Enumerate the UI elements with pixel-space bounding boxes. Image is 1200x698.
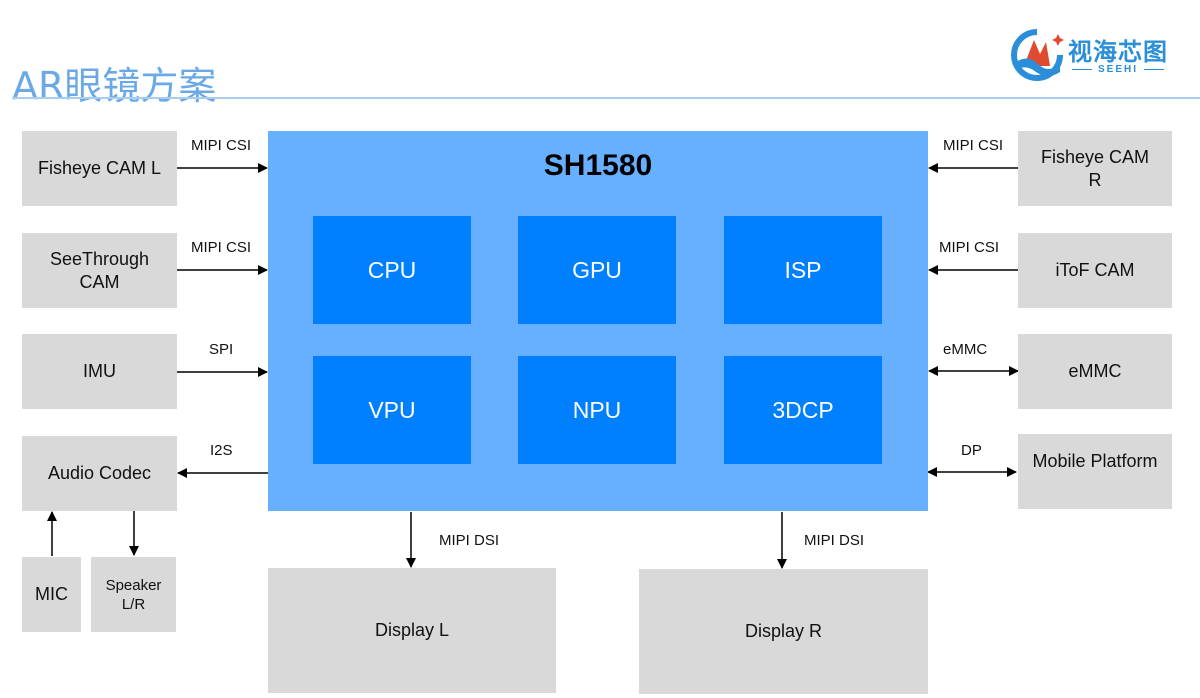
core-gpu: GPU <box>518 216 676 324</box>
soc-block: SH1580 CPU GPU ISP VPU NPU 3DCP <box>268 131 928 511</box>
soc-name: SH1580 <box>543 149 653 182</box>
core-3dcp: 3DCP <box>724 356 882 464</box>
block-emmc: eMMC <box>1018 334 1172 409</box>
core-cpu: CPU <box>313 216 471 324</box>
block-seethrough-cam: SeeThrough CAM <box>22 233 177 308</box>
logo-subtitle: SEEHI <box>1066 64 1170 75</box>
link-label-imu: SPI <box>209 341 234 358</box>
link-label-dp: DP <box>961 442 982 459</box>
block-display-l: Display L <box>268 568 556 693</box>
link-label-fisheye-r: MIPI CSI <box>943 137 1004 154</box>
company-logo: 视海芯图 SEEHI <box>1010 28 1180 82</box>
block-audio-codec: Audio Codec <box>22 436 177 511</box>
link-label-seethrough: MIPI CSI <box>191 239 252 256</box>
block-itof-cam: iToF CAM <box>1018 233 1172 308</box>
block-fisheye-cam-r: Fisheye CAM R <box>1018 131 1172 206</box>
block-mic: MIC <box>22 557 81 632</box>
core-isp: ISP <box>724 216 882 324</box>
block-speaker: Speaker L/R <box>91 557 176 632</box>
link-label-fisheye-l: MIPI CSI <box>191 137 252 154</box>
sail-wave-logo-icon <box>1011 29 1064 81</box>
page-title: AR眼镜方案 <box>12 64 217 108</box>
link-label-itof: MIPI CSI <box>939 239 1000 256</box>
logo-name: 视海芯图 <box>1068 38 1168 66</box>
block-display-r: Display R <box>639 569 928 694</box>
title-divider <box>12 97 1200 99</box>
link-label-display-r: MIPI DSI <box>804 532 865 549</box>
core-npu: NPU <box>518 356 676 464</box>
core-vpu: VPU <box>313 356 471 464</box>
link-label-emmc: eMMC <box>943 341 988 358</box>
block-fisheye-cam-l: Fisheye CAM L <box>22 131 177 206</box>
block-imu: IMU <box>22 334 177 409</box>
link-label-display-l: MIPI DSI <box>439 532 500 549</box>
block-mobile-platform: Mobile Platform <box>1018 434 1172 509</box>
link-label-audio: I2S <box>210 442 233 459</box>
